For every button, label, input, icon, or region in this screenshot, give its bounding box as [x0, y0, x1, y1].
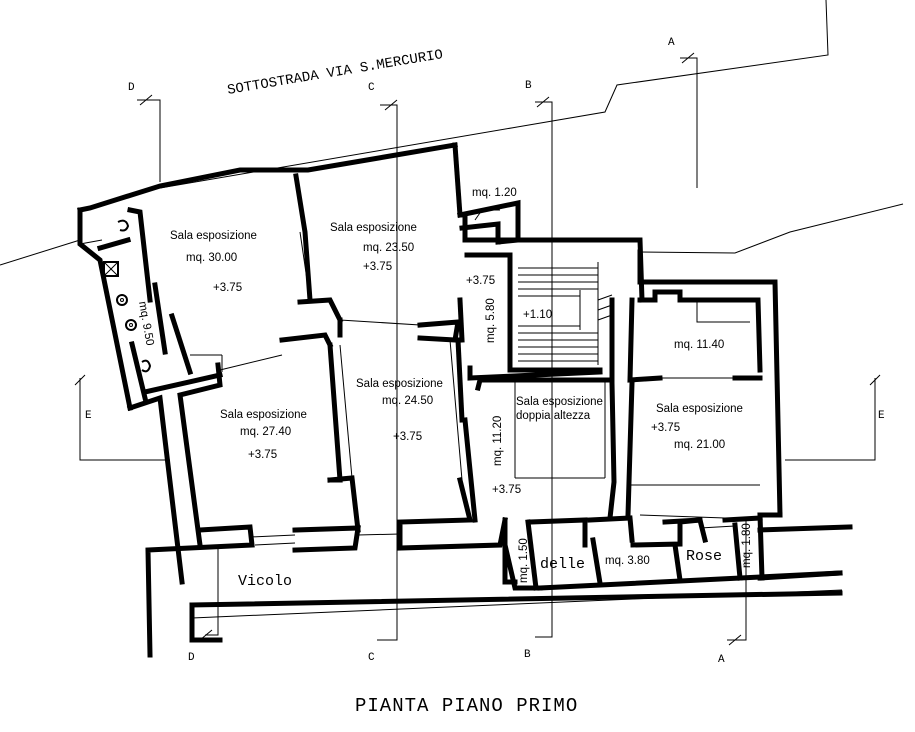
room-3-level: +3.75 [248, 449, 277, 461]
section-e-right: E [878, 410, 885, 422]
room-5-name-2: doppia altezza [516, 410, 591, 422]
section-a-top: A [668, 37, 675, 49]
small-room-2-area: mq. 1.50 [518, 538, 530, 583]
room-6-level: +3.75 [651, 422, 680, 434]
room-6-area: mq. 21.00 [674, 439, 725, 451]
drawing-title: PIANTA PIANO PRIMO [355, 695, 578, 717]
room-4-area: mq. 24.50 [382, 395, 433, 407]
small-room-4-area: mq. 1.80 [741, 523, 753, 568]
section-b-top: B [525, 80, 532, 92]
room-2-level: +3.75 [363, 261, 392, 273]
corridor-2-area: mq. 11.20 [492, 416, 504, 466]
corridor-2-level: +3.75 [492, 484, 521, 496]
room-4-level: +3.75 [393, 431, 422, 443]
stair-steps [518, 262, 613, 365]
section-e-left: E [85, 410, 92, 422]
room-4-name: Sala esposizione [356, 378, 443, 390]
stair-level: +1.10 [523, 309, 552, 321]
room-2-name: Sala esposizione [330, 222, 417, 234]
section-c-bottom: C [368, 652, 375, 664]
small-room-1-area: mq. 1.20 [472, 187, 517, 199]
street-bottom-word-3: Rose [686, 548, 722, 565]
room-7-area: mq. 11.40 [674, 339, 724, 351]
wc-fixtures [103, 219, 152, 373]
room-5-name-1: Sala esposizione [516, 396, 603, 408]
room-1-area: mq. 30.00 [186, 252, 237, 264]
detail-lines [79, 209, 760, 546]
room-3-name: Sala esposizione [220, 409, 307, 421]
walls [77, 142, 853, 658]
section-d-bottom: D [188, 652, 195, 664]
room-1-level: +3.75 [213, 282, 242, 294]
room-labels: Sala esposizione mq. 30.00 +3.75 Sala es… [136, 187, 753, 583]
corridor-1-level: +3.75 [466, 275, 495, 287]
room-1-name: Sala esposizione [170, 230, 257, 242]
street-bottom-word-1: Vicolo [238, 573, 292, 590]
room-6-name: Sala esposizione [656, 403, 743, 415]
corridor-1-area: mq. 5.80 [485, 298, 497, 343]
street-top-label: SOTTOSTRADA VIA S.MERCURIO [226, 47, 444, 99]
section-d-top: D [128, 82, 135, 94]
section-c-top: C [368, 82, 375, 94]
wc-area: mq. 9.50 [136, 300, 156, 346]
section-b-bottom: B [524, 649, 531, 661]
street-bottom-word-2: delle [540, 556, 585, 573]
small-room-3-area: mq. 3.80 [605, 555, 650, 567]
section-a-bottom: A [718, 654, 725, 666]
section-markers: A A B B C C D D E E [85, 37, 885, 666]
room-2-area: mq. 23.50 [363, 242, 414, 254]
room-3-area: mq. 27.40 [240, 426, 291, 438]
context-lines [0, 0, 904, 619]
